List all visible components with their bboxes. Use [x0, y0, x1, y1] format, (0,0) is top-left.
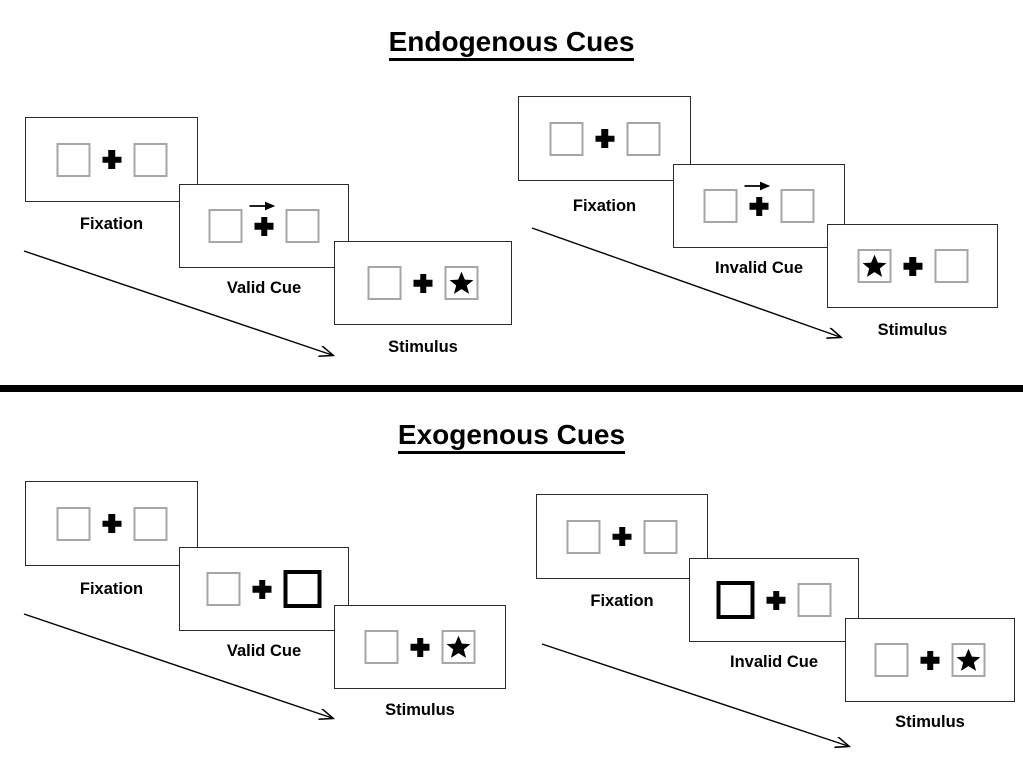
left-placeholder-box: [56, 506, 90, 541]
frame-endogenous-invalid-stimulus: [827, 224, 998, 308]
star-icon: [862, 254, 886, 277]
frame-content: [208, 201, 320, 243]
star-icon: [449, 271, 474, 294]
right-placeholder-box: [285, 209, 320, 243]
section-divider: [0, 385, 1023, 392]
frame-exogenous-invalid-fixation: [536, 494, 708, 579]
fixation-plus-icon: [102, 150, 121, 169]
left-placeholder-box: [206, 572, 241, 606]
left-placeholder-box: [56, 142, 90, 177]
frame-content: [857, 249, 968, 283]
fixation-plus-icon: [613, 527, 632, 546]
frame-caption: Stimulus: [388, 338, 458, 356]
left-placeholder-box: [367, 266, 402, 300]
frame-exogenous-valid-stimulus: [334, 605, 506, 689]
frame-content: [716, 581, 832, 619]
frame-content: [367, 266, 479, 300]
right-placeholder-box: [444, 266, 479, 300]
right-placeholder-box: [780, 189, 815, 223]
fixation-plus-icon: [253, 580, 272, 599]
left-placeholder-box: [703, 189, 738, 223]
right-placeholder-box: [643, 519, 678, 554]
frame-caption: Fixation: [590, 592, 654, 610]
left-placeholder-box: [857, 249, 891, 283]
frame-caption: Stimulus: [877, 321, 948, 339]
right-placeholder-box: [934, 249, 968, 283]
frame-caption: Invalid Cue: [714, 259, 804, 277]
left-placeholder-box: [364, 630, 399, 664]
fixation-plus-icon: [750, 197, 769, 216]
frame-caption: Invalid Cue: [729, 653, 819, 671]
frame-endogenous-valid-stimulus: [334, 241, 512, 325]
frame-exogenous-invalid-stimulus: [845, 618, 1015, 702]
fixation-plus-icon: [102, 514, 121, 533]
section-title-exogenous-text: Exogenous Cues: [397, 419, 626, 454]
star-icon: [956, 648, 981, 671]
left-placeholder-box-cued: [716, 581, 755, 619]
right-placeholder-box: [626, 121, 660, 156]
frame-caption: Stimulus: [895, 713, 965, 731]
section-title-endogenous-text: Endogenous Cues: [388, 26, 635, 61]
fixation-plus-icon: [921, 651, 940, 670]
fixation-plus-icon: [595, 129, 614, 148]
central-cue-group: [744, 181, 770, 216]
frame-endogenous-valid-cue: [179, 184, 349, 268]
frame-caption: Valid Cue: [226, 279, 302, 297]
right-placeholder-box: [441, 630, 476, 664]
right-placeholder-box: [133, 142, 167, 177]
frame-content: [206, 570, 322, 608]
frame-caption: Fixation: [572, 197, 637, 215]
time-flow-arrow-exogenous-valid: [23, 613, 352, 728]
frame-endogenous-invalid-cue: [673, 164, 845, 248]
frame-exogenous-valid-cue: [179, 547, 349, 631]
frame-caption: Fixation: [79, 580, 144, 598]
frame-caption: Stimulus: [385, 701, 455, 719]
fixation-plus-icon: [414, 274, 433, 293]
right-placeholder-box: [797, 583, 832, 617]
star-icon: [446, 635, 471, 658]
frame-exogenous-invalid-cue: [689, 558, 859, 642]
cue-arrow-right-icon: [744, 181, 770, 190]
frame-content: [56, 142, 167, 177]
right-placeholder-box: [133, 506, 167, 541]
frame-content: [874, 643, 986, 677]
right-placeholder-box: [951, 643, 986, 677]
frame-caption: Valid Cue: [226, 642, 302, 660]
left-placeholder-box: [549, 121, 583, 156]
fixation-plus-icon: [903, 257, 922, 276]
time-flow-arrow-exogenous-invalid: [541, 643, 870, 758]
frame-endogenous-invalid-fixation: [518, 96, 691, 181]
fixation-plus-icon: [255, 217, 274, 236]
section-title-endogenous: Endogenous Cues: [0, 26, 1023, 61]
frame-caption: Fixation: [79, 215, 144, 233]
frame-content: [566, 519, 678, 554]
time-flow-arrow-endogenous-valid: [23, 250, 352, 365]
left-placeholder-box: [874, 643, 909, 677]
frame-exogenous-valid-fixation: [25, 481, 198, 566]
time-flow-arrow-endogenous-invalid: [531, 227, 860, 347]
frame-content: [364, 630, 476, 664]
fixation-plus-icon: [411, 638, 430, 657]
central-cue-group: [249, 201, 275, 236]
fixation-plus-icon: [767, 591, 786, 610]
frame-content: [56, 506, 167, 541]
section-title-exogenous: Exogenous Cues: [0, 419, 1023, 454]
right-placeholder-box-cued: [283, 570, 322, 608]
cue-arrow-right-icon: [249, 201, 275, 210]
frame-content: [549, 121, 660, 156]
frame-content: [703, 181, 815, 223]
left-placeholder-box: [208, 209, 243, 243]
left-placeholder-box: [566, 519, 601, 554]
frame-endogenous-valid-fixation: [25, 117, 198, 202]
